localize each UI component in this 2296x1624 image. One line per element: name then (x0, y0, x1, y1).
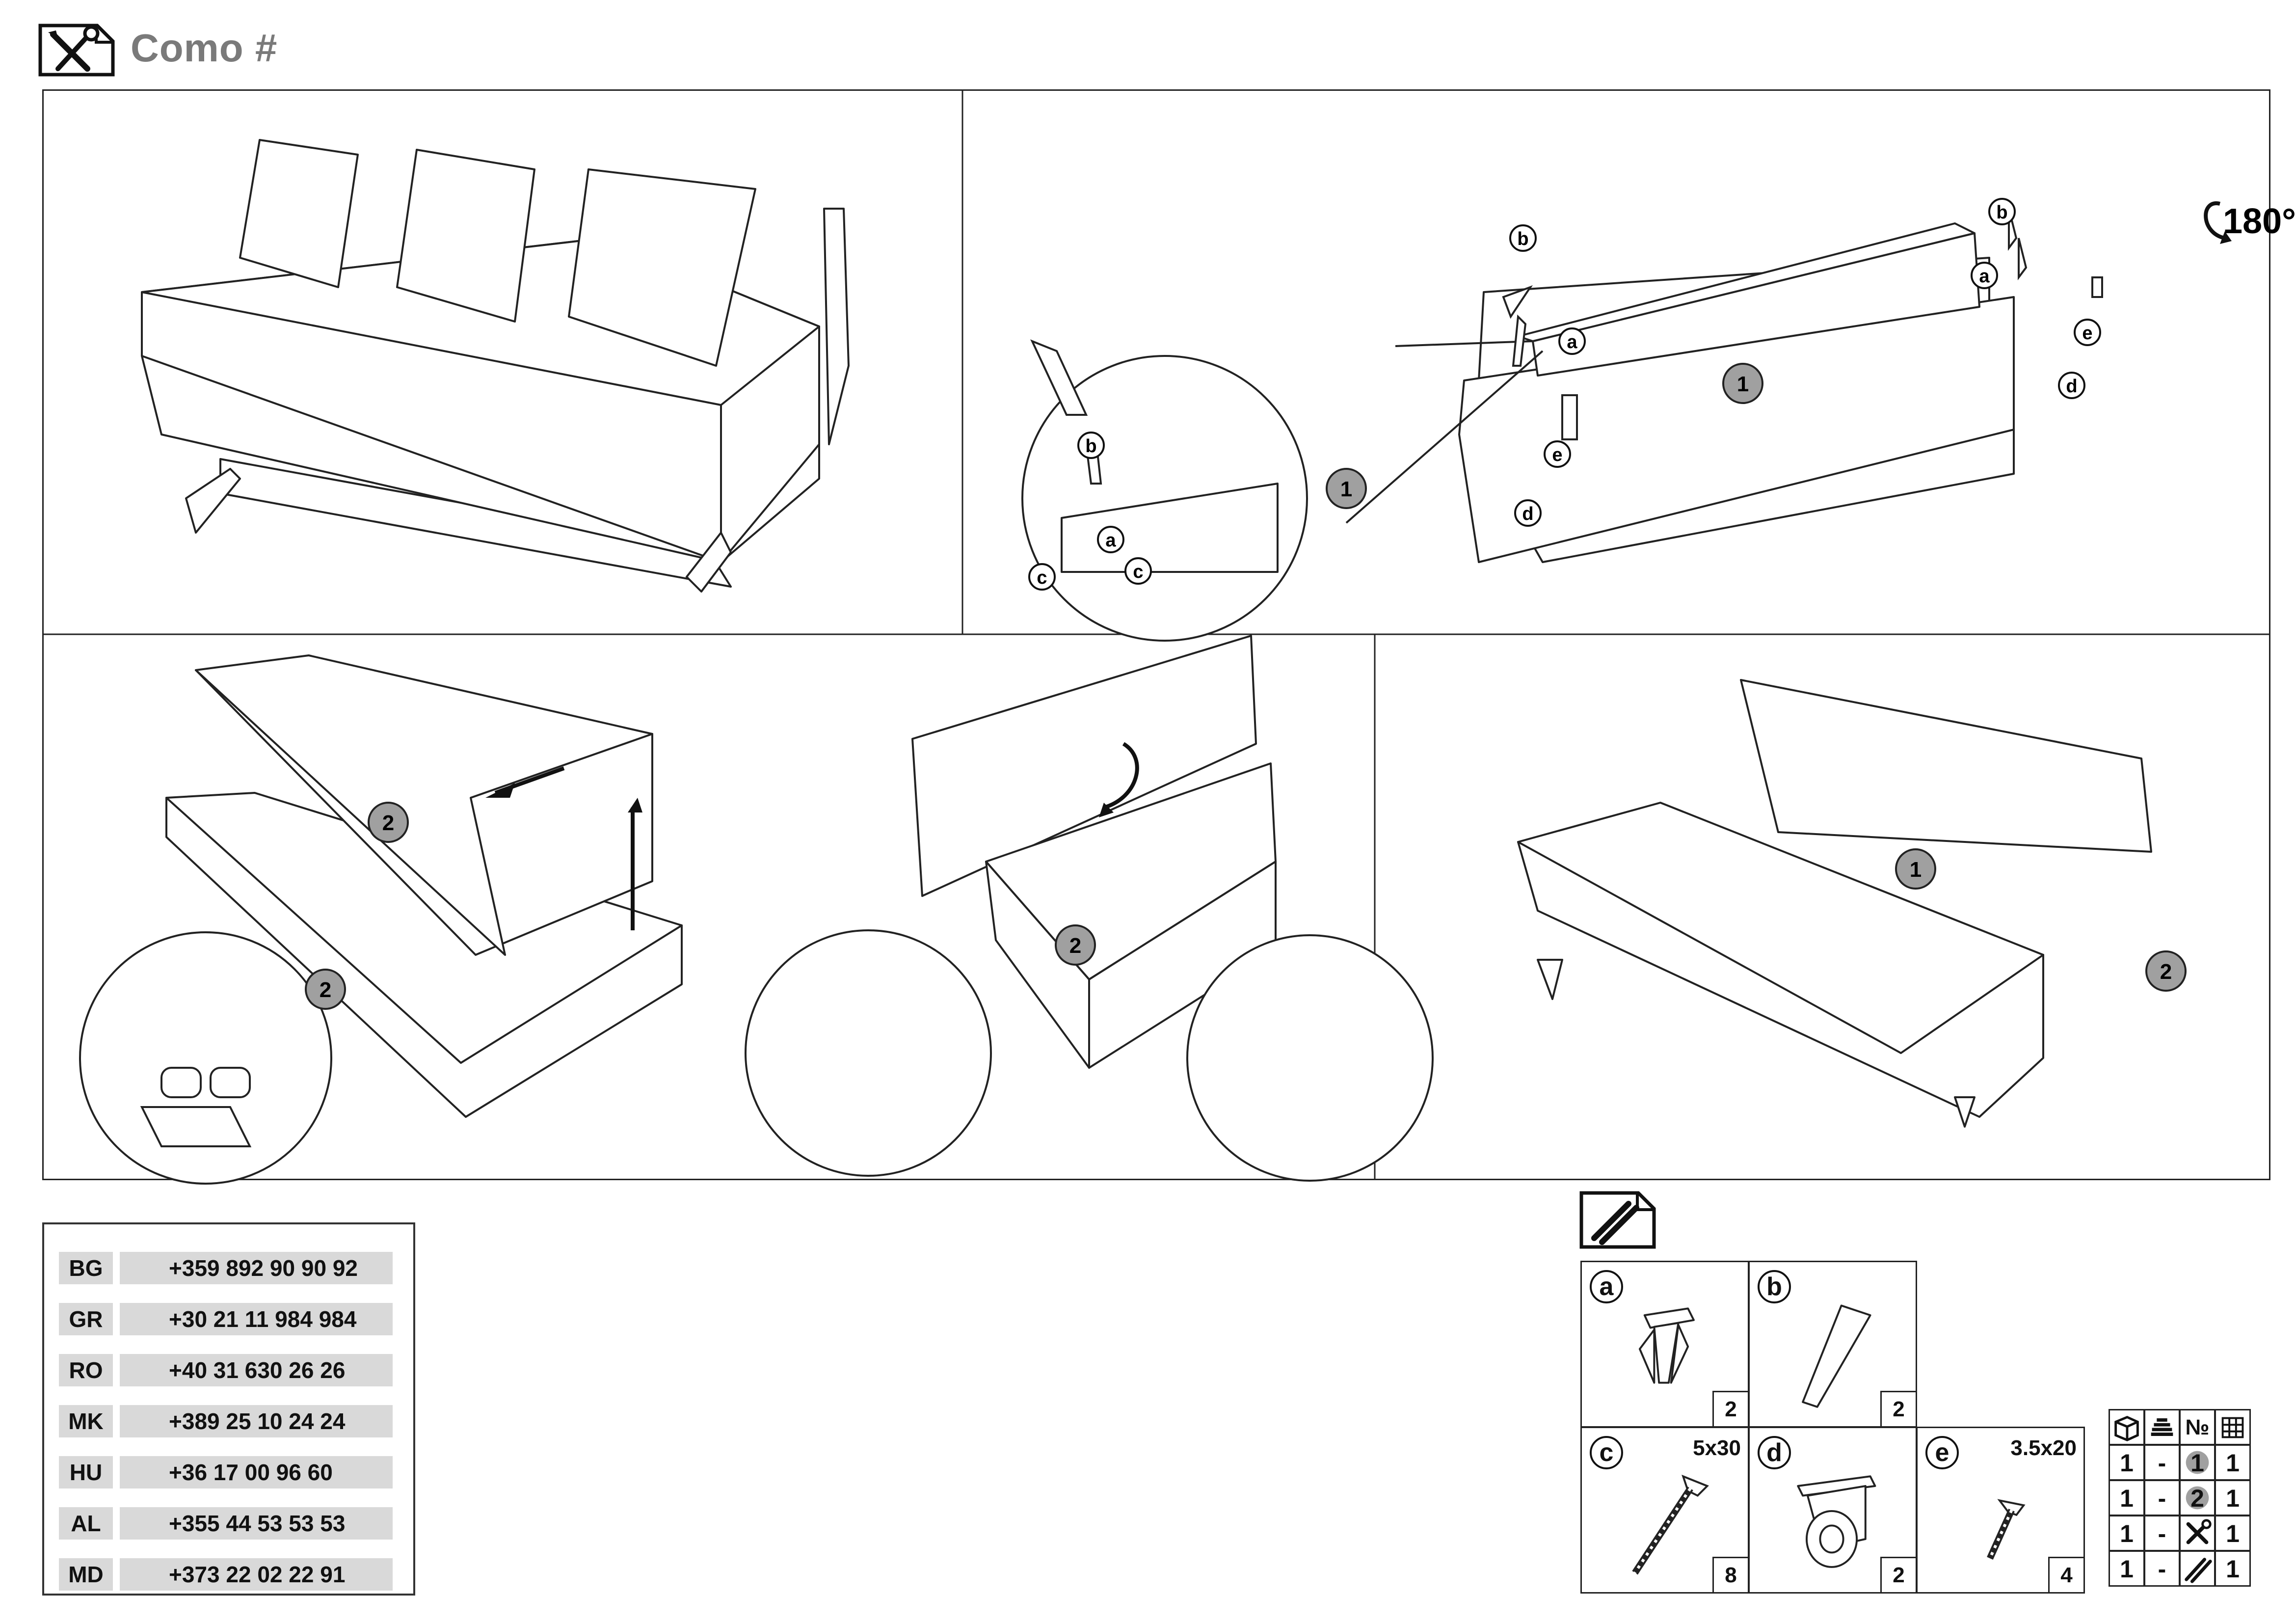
svg-text:c: c (1133, 562, 1143, 582)
tools-icon (2179, 1515, 2216, 1551)
final-part-badges: 1 2 (1895, 848, 2187, 992)
assembly-steps-frame: b a b a e d e d b a c (42, 89, 2296, 1185)
pkg-qty: 1 (2215, 1550, 2251, 1587)
part-1-badge: 1 1 (1326, 363, 1763, 509)
step-open-box: 2 (731, 635, 1434, 1182)
svg-text:2: 2 (320, 978, 331, 1002)
rotate-180-icon: 180° (2204, 201, 2296, 244)
number-sign: № (2179, 1409, 2216, 1445)
svg-text:1: 1 (1340, 477, 1352, 501)
step-overview (44, 91, 961, 633)
step-final: 1 2 (1376, 636, 2269, 1179)
part-c: c 5x30 8 (1580, 1427, 1749, 1594)
part-letter: c (1590, 1436, 1623, 1469)
leg-bracket-icon (1638, 1307, 1695, 1384)
pkg-count: 1 (2109, 1515, 2145, 1551)
pkg-dash: - (2144, 1480, 2180, 1516)
pkg-qty: 1 (2215, 1515, 2251, 1551)
country-code: BG (59, 1252, 113, 1284)
svg-text:a: a (1979, 266, 1990, 287)
phone-number: +389 25 10 24 24 (120, 1405, 393, 1437)
country-code: MD (59, 1558, 113, 1591)
part-letter: b (1758, 1270, 1791, 1303)
pkg-part-label: 1 (2190, 1449, 2204, 1477)
stack-icon (2144, 1409, 2180, 1445)
package-table: № 1 - 1 1 1 - 2 1 1 - 1 1 - 1 (2109, 1409, 2257, 1591)
svg-text:d: d (1522, 504, 1533, 524)
step-legs: b a b a e d e d b a c (963, 91, 2296, 642)
box-icon (2109, 1409, 2145, 1445)
part-2-badge: 2 (1055, 924, 1096, 966)
svg-text:a: a (1567, 332, 1577, 352)
pkg-qty: 1 (2215, 1444, 2251, 1481)
part-letter: d (1758, 1436, 1791, 1469)
country-code: MK (59, 1405, 113, 1437)
svg-text:2: 2 (1069, 934, 1081, 958)
contact-phones-table: BG +359 892 90 90 92 GR +30 21 11 984 98… (42, 1222, 415, 1596)
pallet-icon (2215, 1409, 2251, 1445)
svg-text:1: 1 (1737, 372, 1749, 396)
part-b: b 2 (1748, 1261, 1917, 1428)
phone-number: +359 892 90 90 92 (120, 1252, 393, 1284)
svg-text:180°: 180° (2223, 202, 2296, 241)
tapered-leg-icon (1802, 1304, 1871, 1408)
pkg-dash: - (2144, 1515, 2180, 1551)
svg-text:b: b (1996, 202, 2007, 223)
part-quantity: 4 (2048, 1557, 2083, 1592)
phone-number: +40 31 630 26 26 (120, 1354, 393, 1386)
hardware-icon (1579, 1191, 1656, 1249)
pkg-dash: - (2144, 1550, 2180, 1587)
legs-labels: b a b a e d e d b a c (1028, 198, 2101, 591)
country-code: HU (59, 1456, 113, 1489)
page-title: Como # (131, 26, 278, 70)
part-size: 3.5x20 (2010, 1436, 2077, 1460)
phone-number: +373 22 02 22 91 (120, 1558, 393, 1591)
part-d: d 2 (1748, 1427, 1917, 1594)
pkg-dash: - (2144, 1444, 2180, 1481)
svg-text:2: 2 (2160, 960, 2172, 984)
svg-text:b: b (1517, 229, 1528, 249)
svg-text:a: a (1105, 530, 1116, 551)
part-letter: e (1925, 1436, 1959, 1469)
phone-number: +36 17 00 96 60 (120, 1456, 393, 1489)
pkg-count: 1 (2109, 1480, 2145, 1516)
castor-wheel-icon (1797, 1475, 1876, 1568)
part-a: a 2 (1580, 1261, 1749, 1428)
part-quantity: 2 (1880, 1557, 1916, 1592)
svg-text:1: 1 (1910, 858, 1922, 882)
phone-number: +355 44 53 53 53 (120, 1507, 393, 1540)
screw-icon (1987, 1499, 2026, 1560)
pkg-part: 1 (2179, 1444, 2216, 1481)
part-letter: a (1590, 1270, 1623, 1303)
svg-text:e: e (1552, 445, 1562, 465)
part-quantity: 8 (1712, 1557, 1748, 1592)
country-code: AL (59, 1507, 113, 1540)
svg-text:e: e (2082, 323, 2092, 344)
part-quantity: 2 (1712, 1391, 1748, 1426)
pkg-count: 1 (2109, 1444, 2145, 1481)
svg-text:b: b (1085, 436, 1096, 457)
svg-text:2: 2 (382, 811, 394, 835)
svg-text:d: d (2066, 376, 2077, 397)
pkg-part-label: 2 (2190, 1485, 2204, 1512)
country-code: RO (59, 1354, 113, 1386)
phone-number: +30 21 11 984 984 (120, 1303, 393, 1335)
screw-icon (1632, 1474, 1709, 1575)
hardware-list: a 2 b 2 c 5x30 8 d 2 (1580, 1261, 2086, 1595)
svg-text:c: c (1037, 568, 1047, 588)
assembly-tools-icon (38, 24, 115, 77)
part-2-badge: 2 2 (305, 802, 409, 1010)
pkg-qty: 1 (2215, 1480, 2251, 1516)
part-size: 5x30 (1693, 1436, 1741, 1460)
part-e: e 3.5x20 4 (1916, 1427, 2085, 1594)
country-code: GR (59, 1303, 113, 1335)
step-hinge-box: 2 2 (44, 636, 731, 1185)
part-quantity: 2 (1880, 1391, 1916, 1426)
pkg-count: 1 (2109, 1550, 2145, 1587)
pkg-part: 2 (2179, 1480, 2216, 1516)
hardware-icon (2179, 1550, 2216, 1587)
